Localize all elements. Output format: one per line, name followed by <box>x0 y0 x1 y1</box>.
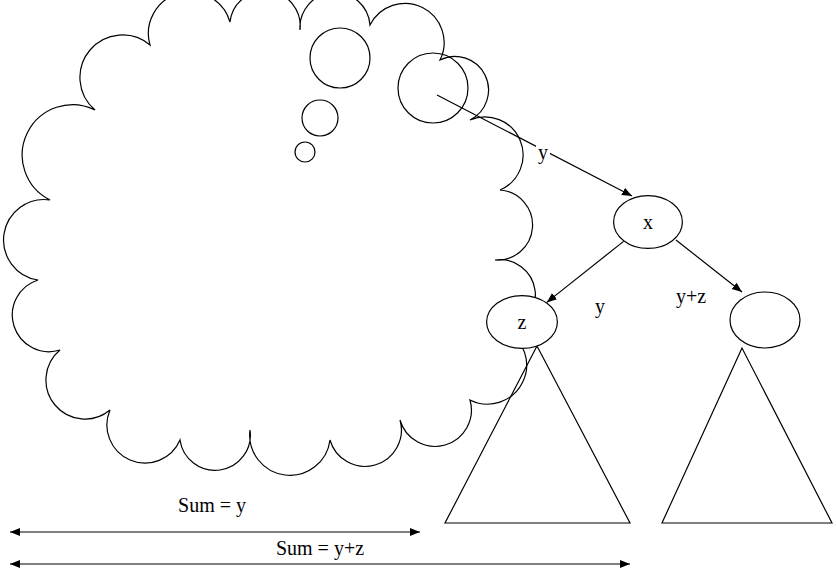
subtree-triangle <box>662 348 832 523</box>
node-letter: x <box>643 211 653 233</box>
bubble <box>295 142 315 162</box>
bubble <box>302 100 338 136</box>
span-arrow <box>10 563 630 564</box>
cloud-outline <box>4 0 536 475</box>
diagram-label: Sum = y+z <box>274 537 366 559</box>
arrow-line <box>437 95 632 196</box>
node-letter: z <box>518 311 527 333</box>
source-circle <box>398 53 468 123</box>
bubble <box>310 28 370 88</box>
span-arrow <box>10 531 420 532</box>
child-circle <box>730 292 800 348</box>
diagram-label: Sum = y <box>176 494 248 516</box>
edge-label: y <box>593 295 607 317</box>
tree-node-circle: z <box>486 295 558 349</box>
diagram-label: y+z <box>674 285 708 307</box>
tree-node-circle: x <box>613 195 683 249</box>
diagram-label: y <box>536 141 550 163</box>
tree-edge <box>547 241 624 302</box>
subtree-triangle <box>445 346 630 523</box>
